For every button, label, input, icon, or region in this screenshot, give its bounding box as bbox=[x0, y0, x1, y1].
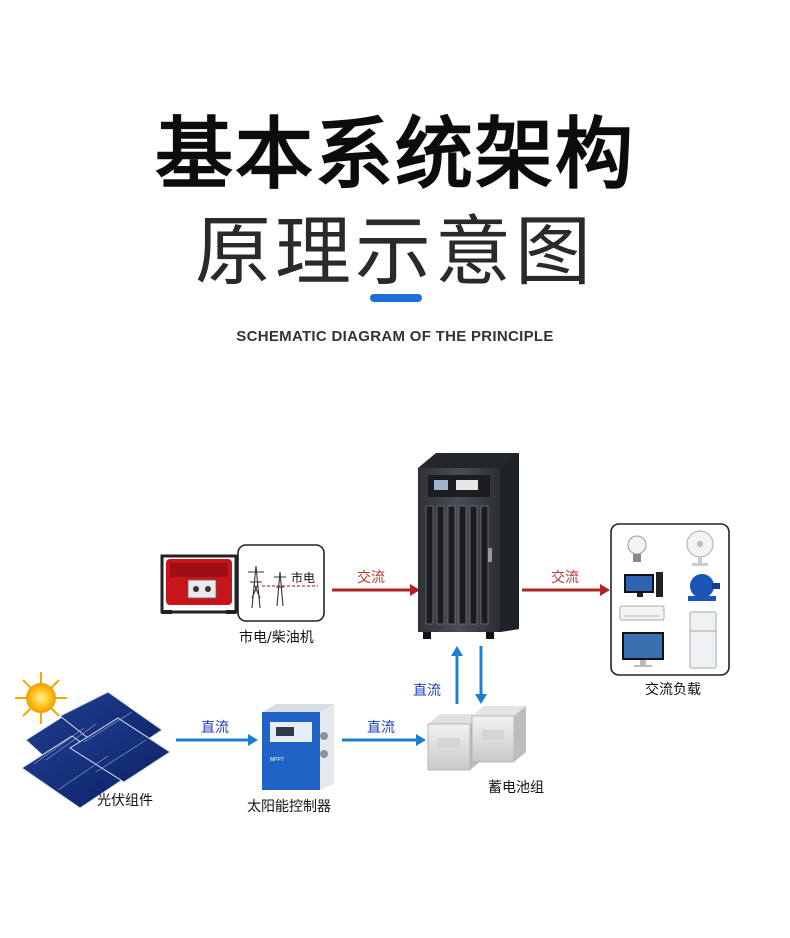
title-line2: 原理示意图 bbox=[195, 207, 595, 296]
grid-box bbox=[237, 544, 325, 622]
controller-label: 太阳能控制器 bbox=[247, 799, 331, 815]
flow-label-dc-batt: 直流 bbox=[413, 683, 441, 699]
solar-controller-icon: MPPT bbox=[262, 704, 334, 790]
flow-label-ac-out: 交流 bbox=[551, 570, 579, 586]
pv-label: 光伏组件 bbox=[97, 793, 153, 809]
dc-arrow-batt bbox=[451, 646, 487, 704]
ac-load-box bbox=[610, 523, 730, 676]
monitor-icon bbox=[622, 632, 664, 667]
dc-arrow-ctrl bbox=[342, 734, 426, 746]
refrigerator-icon bbox=[689, 611, 717, 669]
sun-icon bbox=[15, 672, 67, 724]
light-bulb-icon bbox=[627, 535, 647, 562]
grid-tag: 市电 bbox=[291, 571, 316, 585]
dc-arrow-pv bbox=[176, 734, 258, 746]
subtitle: SCHEMATIC DIAGRAM OF THE PRINCIPLE bbox=[236, 328, 554, 345]
pv-panels-icon bbox=[21, 691, 171, 809]
flow-label-dc-pv: 直流 bbox=[201, 720, 229, 736]
computer-icon bbox=[624, 572, 663, 597]
fan-icon bbox=[686, 530, 714, 566]
ac-arrow-in bbox=[332, 584, 420, 596]
grid-generator-label: 市电/柴油机 bbox=[239, 630, 314, 646]
motor-pump-icon bbox=[688, 574, 720, 601]
air-conditioner-icon bbox=[619, 605, 665, 621]
inverter-cabinet-icon bbox=[418, 453, 519, 639]
accent-bar bbox=[370, 294, 422, 302]
flow-label-dc-ctrl: 直流 bbox=[367, 720, 395, 736]
battery-bank-icon bbox=[427, 706, 526, 771]
ac-arrow-out bbox=[522, 584, 610, 596]
controller-tag: MPPT bbox=[270, 757, 284, 763]
diesel-generator-icon bbox=[160, 554, 238, 614]
ac-load-label: 交流负载 bbox=[645, 682, 701, 698]
flow-label-ac-in: 交流 bbox=[357, 570, 385, 586]
title-line1: 基本系统架构 bbox=[154, 110, 635, 200]
battery-label: 蓄电池组 bbox=[488, 780, 544, 796]
power-tower-icon bbox=[248, 565, 286, 609]
